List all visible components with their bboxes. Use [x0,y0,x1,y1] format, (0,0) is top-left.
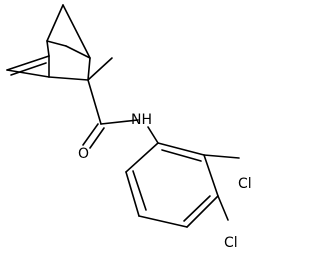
bond-ring-bottom [138,215,188,228]
bond-ring-right-lower [186,195,219,228]
bond-chloro-meta [203,154,240,159]
bond-ring-left-upper [125,142,159,173]
bond-nitrogen-to-ring [147,126,159,144]
chlorine-meta-label: Cl [238,176,252,192]
bond-bridgehead-to-quaternary [48,76,89,81]
bond-ring-top-right [157,142,205,156]
bond-methyl [87,57,113,81]
bond-ring-right-upper [203,154,219,197]
bond-ring-left-lower [125,171,140,217]
molecule-canvas: NH O Cl Cl [6,4,252,251]
bond-quaternary-to-carbonyl [87,79,102,125]
bond-bridge-left [46,4,64,42]
bond-bridgehead-right-top [65,45,91,59]
bond-ring-left-lower-inner [132,170,147,211]
chlorine-para-label: Cl [224,235,238,251]
bond-carbonyl-to-nitrogen [100,119,139,125]
bond-layer [6,4,240,228]
bond-bridge-right [62,4,91,59]
bond-ring-top-right-inner [161,149,202,162]
bond-carbonyl-oxygen-b [89,127,105,149]
bond-ring-right-lower-inner [183,195,211,222]
bond-carbonyl-oxygen-a [82,123,99,146]
oxygen-label: O [78,146,89,162]
nh-label: NH [131,112,152,128]
bond-alkene-bottom [6,69,50,78]
chemical-structure: NH O Cl Cl [6,4,252,251]
label-layer: NH O Cl Cl [78,112,252,251]
bond-quaternary-to-right-bridgehead [87,57,91,81]
bond-bridgehead-left-top [46,40,67,47]
bond-chloro-para [217,195,229,221]
bond-left-back-top [46,40,50,57]
bond-alkene-left [6,55,50,71]
bond-alkene-left-double [10,62,47,76]
